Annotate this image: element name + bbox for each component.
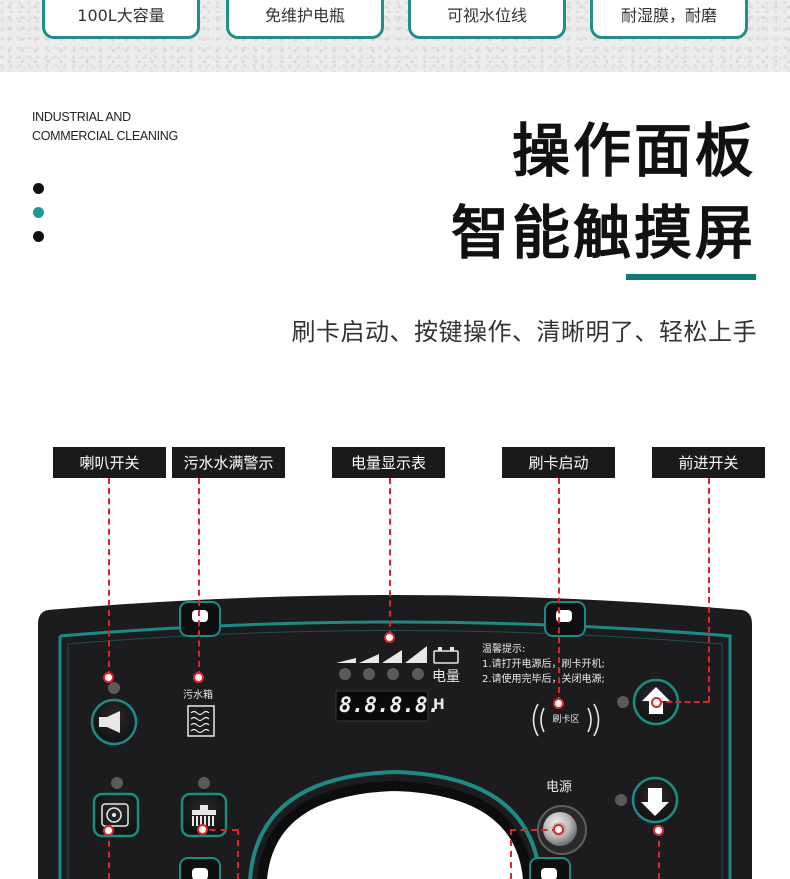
callout-line-horn bbox=[108, 478, 110, 677]
callout-line-battery bbox=[389, 478, 391, 637]
panel-arch bbox=[262, 786, 528, 879]
callout-label-forward: 前进开关 bbox=[652, 447, 765, 478]
callout-label-horn: 喇叭开关 bbox=[53, 447, 166, 478]
feature-banner: 100L大容量 免维护电瓶 可视水位线 耐湿膜，耐磨 bbox=[0, 0, 790, 72]
feature-label: 100L大容量 bbox=[77, 5, 165, 25]
callout-line-brush bbox=[237, 829, 239, 879]
feature-label: 耐湿膜，耐磨 bbox=[620, 5, 717, 25]
display-unit: H bbox=[433, 697, 445, 713]
sewage-tank-label: 污水箱 bbox=[183, 690, 213, 701]
callout-text: 刷卡启动 bbox=[528, 454, 589, 472]
brush-led bbox=[198, 777, 210, 789]
mount-tab bbox=[179, 857, 221, 879]
bullet-dot-accent bbox=[33, 207, 44, 218]
mount-tab bbox=[179, 601, 221, 637]
suction-led bbox=[111, 777, 123, 789]
callout-line-power-h bbox=[510, 829, 558, 831]
feature-pill-capacity: 100L大容量 bbox=[42, 0, 200, 39]
callout-line-sewage bbox=[198, 478, 200, 677]
callout-label-sewage-warning: 污水水满警示 bbox=[172, 447, 285, 478]
callout-pin-brush bbox=[197, 824, 208, 835]
panel-arch-border bbox=[248, 769, 542, 879]
arrow-down-icon bbox=[641, 788, 669, 816]
page-title-line1: 操作面板 bbox=[511, 117, 756, 185]
callout-pin-horn bbox=[103, 672, 114, 683]
reverse-led bbox=[615, 794, 627, 806]
english-tagline-1: INDUSTRIAL AND bbox=[32, 110, 131, 124]
callout-line-brush-h bbox=[198, 829, 238, 831]
tips-title: 温馨提示: bbox=[482, 644, 526, 655]
callout-line-suction bbox=[108, 830, 110, 879]
bullet-dot bbox=[33, 231, 44, 242]
callout-label-card-start: 刷卡启动 bbox=[502, 447, 615, 478]
callout-line-reverse bbox=[658, 830, 660, 879]
forward-led bbox=[617, 696, 629, 708]
feature-pill-film: 耐湿膜，耐磨 bbox=[590, 0, 748, 39]
sewage-tank-icon bbox=[187, 705, 215, 737]
page-subtitle: 刷卡启动、按键操作、清晰明了、轻松上手 bbox=[291, 318, 757, 346]
card-reader-label: 刷卡区 bbox=[552, 715, 580, 725]
callout-pin-sewage bbox=[193, 672, 204, 683]
callout-line-forward bbox=[708, 478, 710, 702]
panel-border-inner bbox=[67, 630, 723, 879]
bullet-dot bbox=[33, 183, 44, 194]
feature-pill-battery: 免维护电瓶 bbox=[226, 0, 384, 39]
control-panel-graphic bbox=[38, 595, 752, 879]
feature-pill-water-line: 可视水位线 bbox=[408, 0, 566, 39]
callout-text: 电量显示表 bbox=[350, 454, 426, 472]
callout-pin-power bbox=[553, 824, 564, 835]
battery-led bbox=[412, 668, 424, 680]
card-reader-icon bbox=[532, 703, 600, 737]
brush-icon bbox=[192, 805, 216, 826]
callout-pin-suction bbox=[103, 825, 114, 836]
feature-label: 可视水位线 bbox=[446, 5, 527, 25]
battery-led bbox=[363, 668, 375, 680]
callout-pin-battery bbox=[384, 632, 395, 643]
callout-pin-reverse bbox=[653, 825, 664, 836]
callout-text: 前进开关 bbox=[678, 454, 739, 472]
battery-label: 电量 bbox=[432, 669, 460, 685]
english-tagline-2: COMMERCIAL CLEANING bbox=[32, 129, 178, 143]
callout-pin-card bbox=[553, 698, 564, 709]
tip-line-1: 1.请打开电源后，刷卡开机; bbox=[482, 659, 605, 670]
power-label: 电源 bbox=[546, 780, 573, 795]
callout-text: 喇叭开关 bbox=[79, 454, 140, 472]
horn-icon bbox=[99, 711, 120, 733]
panel-border bbox=[58, 620, 732, 879]
tip-line-2: 2.请使用完毕后，关闭电源; bbox=[482, 674, 605, 685]
callout-pin-forward bbox=[651, 697, 662, 708]
mount-tab bbox=[544, 601, 586, 637]
callout-line-card bbox=[558, 478, 560, 703]
callout-line-power bbox=[510, 829, 512, 879]
battery-led bbox=[339, 668, 351, 680]
battery-icon bbox=[433, 647, 459, 664]
title-underline bbox=[626, 274, 756, 280]
digital-display bbox=[335, 690, 429, 722]
horn-led bbox=[108, 682, 120, 694]
fan-icon bbox=[101, 803, 129, 827]
battery-led bbox=[387, 668, 399, 680]
callout-line-forward-h bbox=[657, 701, 709, 703]
feature-label: 免维护电瓶 bbox=[264, 5, 345, 25]
digital-display-value: 8.8.8.8. bbox=[339, 693, 441, 717]
page-title-line2: 智能触摸屏 bbox=[450, 199, 756, 267]
callout-label-battery-meter: 电量显示表 bbox=[332, 447, 445, 478]
mount-tab bbox=[529, 857, 571, 879]
battery-bars bbox=[336, 646, 427, 663]
control-panel: 电量 8.8.8.8. H 污水箱 温馨提示: 1.请打开电源后，刷卡开机; 2… bbox=[0, 580, 790, 879]
callout-text: 污水水满警示 bbox=[183, 454, 274, 472]
